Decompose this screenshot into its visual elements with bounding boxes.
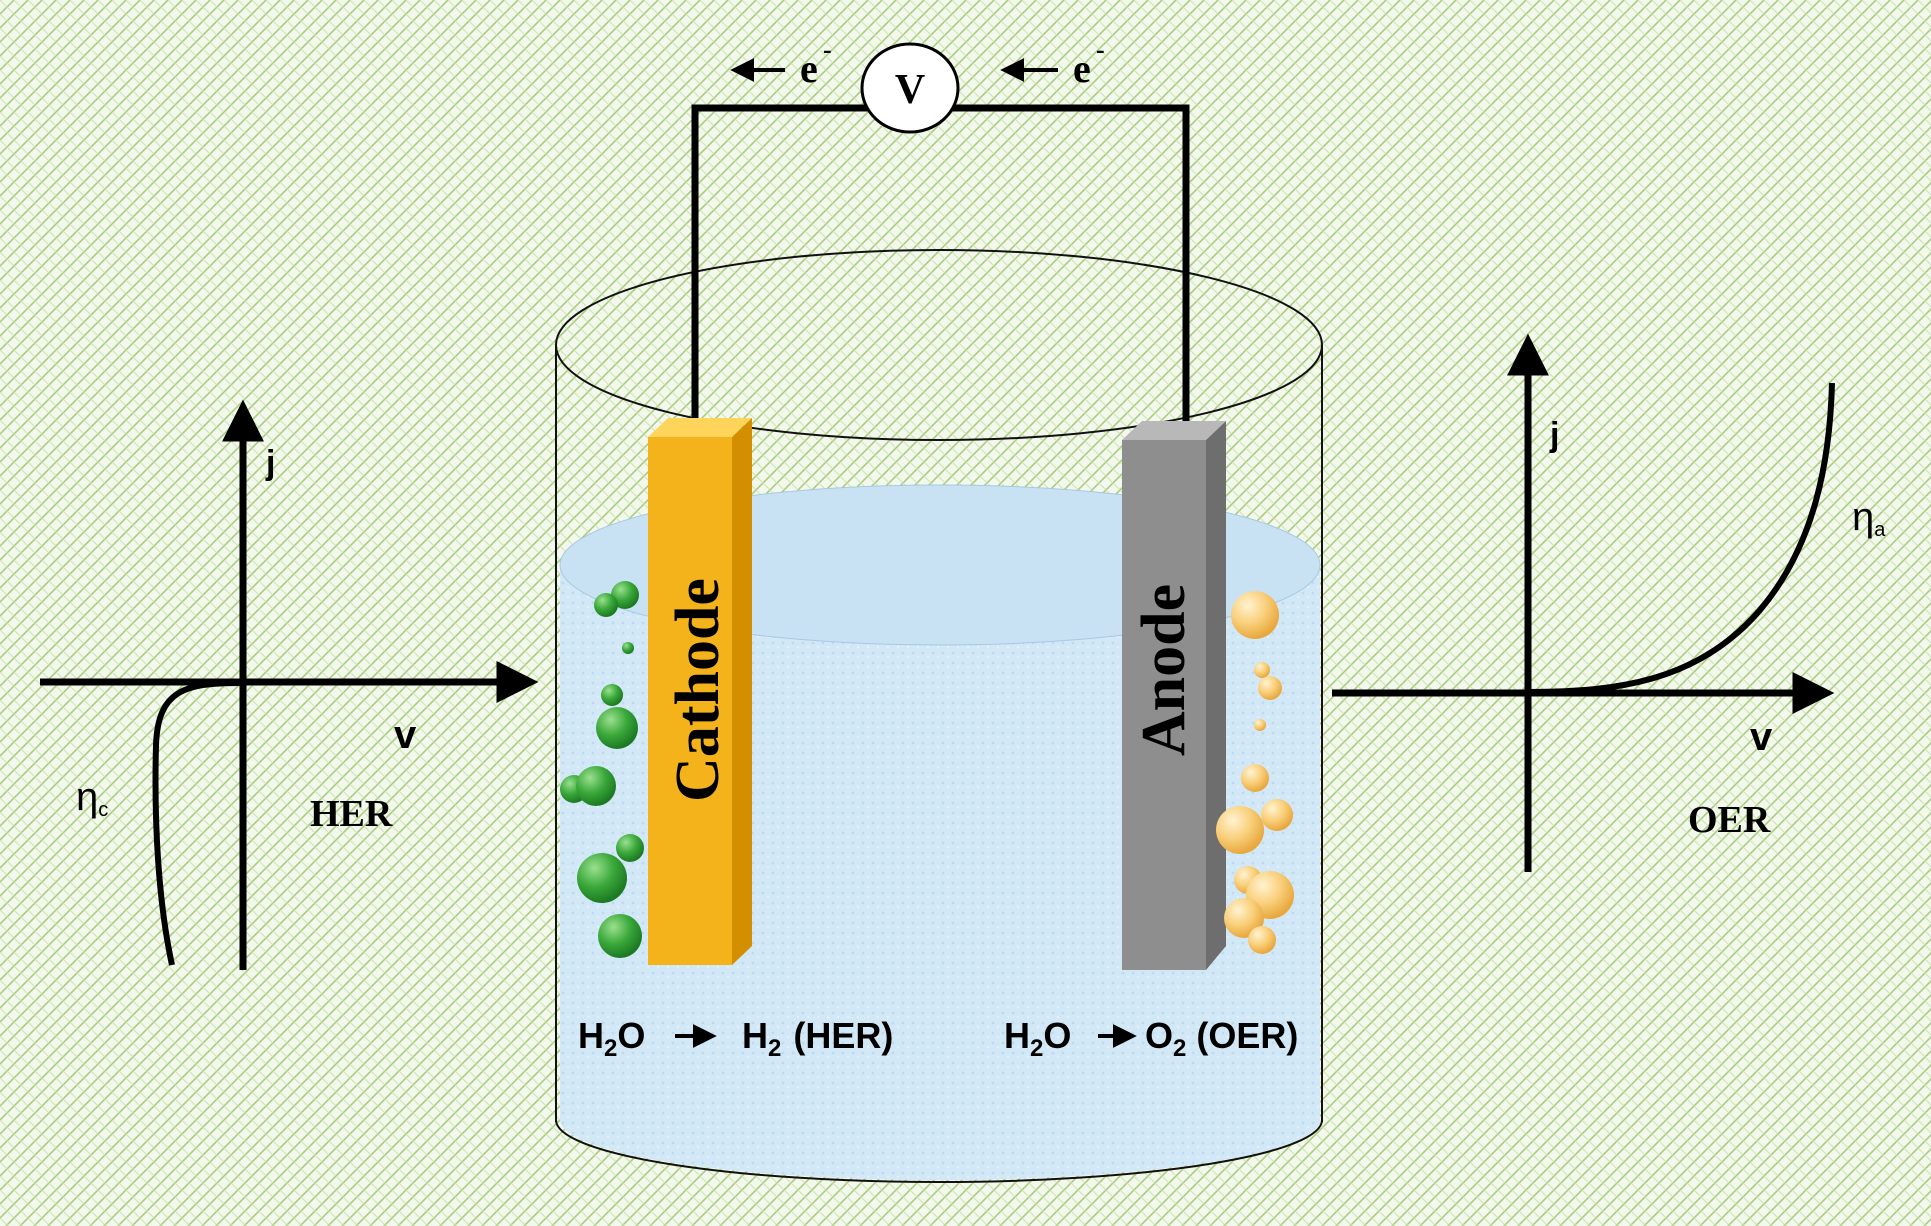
her-polarization-curve [152,680,241,966]
cathode-electrode: Cathode [648,418,752,965]
o2-bubbles [1216,591,1294,954]
h2-bubble [616,834,644,862]
h2-bubbles [560,581,644,958]
her-reaction: H2O H2(HER) [578,1015,893,1062]
o2-bubble [1258,676,1282,700]
her-y-axis-label: j [265,444,275,482]
oer-curve-label: ηa [1852,495,1886,541]
oer-reactant-tail: O [1043,1015,1071,1056]
her-x-axis-label: v [394,713,417,757]
electron-symbol-left: e [800,46,818,91]
svg-text:O2(OER): O2 (OER) [1145,1015,1298,1062]
oer-polarization-curve [1529,382,1835,695]
h2-bubble [577,853,627,903]
h2-bubble [576,766,616,806]
o2-bubble [1224,898,1264,938]
electron-arrow-left: e - [730,35,832,91]
oer-plot: j v ηa OER [1332,333,1886,872]
o2-bubble [1231,591,1279,639]
electron-arrow-right: e - [1000,35,1105,91]
svg-text:H2(HER): H2 (HER) [742,1015,893,1062]
oer-product-subscript: 2 [1173,1035,1186,1062]
voltmeter: V [860,42,960,134]
h2-bubble [596,707,638,749]
voltmeter-label: V [895,67,925,113]
h2-bubble [611,581,639,609]
oer-plot-title: OER [1688,799,1771,841]
h2-bubble [622,642,634,654]
her-reactant: H [578,1015,604,1056]
electron-symbol-right: e [1073,46,1091,91]
oer-y-axis-label: j [1549,416,1559,454]
electron-charge-right: - [1096,35,1105,64]
svg-text:H2O: H2O [1004,1015,1071,1062]
oer-x-axis-label: v [1750,715,1773,759]
her-product-subscript: 2 [768,1035,781,1062]
her-reactant-subscript: 2 [604,1035,617,1062]
o2-bubble [1248,926,1276,954]
cathode-label: Cathode [664,578,732,802]
her-plot-title: HER [310,793,393,835]
anode-label: Anode [1130,584,1198,756]
h2-bubble [594,593,618,617]
oer-reaction: H2O O2(OER) [1004,1015,1298,1062]
h2-bubble [598,914,642,958]
o2-bubble [1261,799,1293,831]
h2-bubble [601,684,623,706]
o2-bubble [1241,764,1269,792]
oer-reactant: H [1004,1015,1030,1056]
her-curve-label: ηc [76,775,108,821]
her-plot: j v ηc HER [40,399,539,970]
her-reaction-tag: (HER) [793,1015,893,1056]
o2-bubble [1254,719,1266,731]
anode-electrode: Anode [1122,421,1226,970]
beaker-rim [555,249,1323,441]
circuit: V e - e - [691,35,1190,430]
o2-bubble [1216,806,1264,854]
svg-text:H2O: H2O [578,1015,645,1062]
oer-reactant-subscript: 2 [1030,1035,1043,1062]
her-product: H [742,1015,768,1056]
oer-reaction-tag: (OER) [1196,1015,1298,1056]
o2-bubble [1254,662,1270,678]
her-reactant-tail: O [617,1015,645,1056]
electron-charge-left: - [823,35,832,64]
oer-product: O [1145,1015,1173,1056]
